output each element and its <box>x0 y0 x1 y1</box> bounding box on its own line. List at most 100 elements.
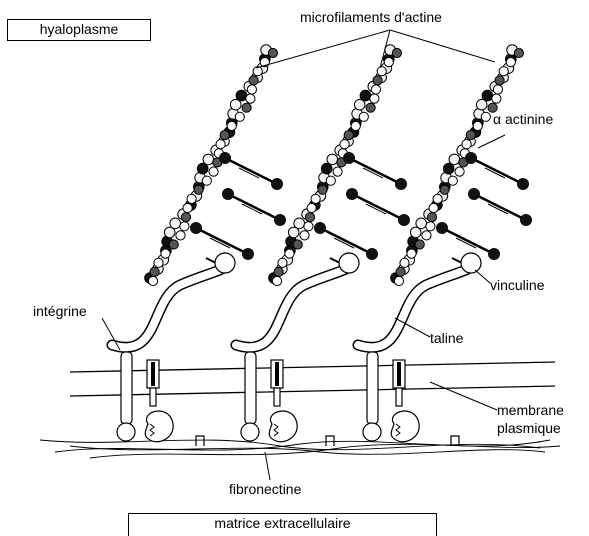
actin-bead <box>220 131 229 140</box>
actinin-head <box>520 214 532 226</box>
integrin-alpha <box>121 352 132 424</box>
integrin-head <box>363 423 381 441</box>
vinculine-label: vinculine <box>490 277 544 293</box>
integrin-alpha <box>367 352 378 424</box>
actin-bead <box>473 121 482 130</box>
actinin-shaft <box>228 194 278 219</box>
actinin-head <box>366 248 378 260</box>
actinin-head <box>468 188 480 200</box>
actinine-label: α actinine <box>493 111 553 127</box>
matrice-label: matrice extracellulaire <box>214 515 350 531</box>
actin-bead <box>455 167 464 176</box>
actinin-head <box>465 152 477 164</box>
actin-bead <box>366 103 375 112</box>
fibronectine-label: fibronectine <box>229 481 301 497</box>
actin-bead <box>492 94 501 103</box>
actin-bead <box>407 249 416 258</box>
actin-bead <box>272 276 281 285</box>
actin-bead <box>285 249 294 258</box>
actin-bead <box>236 90 247 101</box>
actin-bead <box>440 185 449 194</box>
actin-bead <box>415 240 424 249</box>
actin-bead <box>499 67 508 76</box>
actinin-head <box>395 178 407 190</box>
adhesion-unit-1 <box>112 45 286 442</box>
actinin-head <box>274 214 286 226</box>
actin-bead <box>246 94 255 103</box>
actinin-shaft <box>349 158 399 183</box>
actin-bead <box>216 140 225 149</box>
actin-bead <box>194 185 203 194</box>
integrine-label: intégrine <box>33 303 87 319</box>
actin-bead <box>466 131 475 140</box>
actin-filament <box>269 45 402 286</box>
actin-bead <box>326 176 335 185</box>
actinin-head <box>219 152 231 164</box>
actin-bead <box>506 58 515 67</box>
actin-bead <box>249 76 258 85</box>
actinin-shaft <box>225 158 275 183</box>
actin-bead <box>294 218 305 229</box>
fibronectin-knob <box>326 436 334 446</box>
actin-bead <box>416 218 427 229</box>
actin-bead <box>448 176 457 185</box>
actin-bead <box>360 90 371 101</box>
talin-fill <box>236 263 354 347</box>
actin-bead <box>333 167 342 176</box>
actin-bead <box>150 267 159 276</box>
actin-bead <box>443 163 454 174</box>
fibronectin-fibre <box>90 444 560 458</box>
actin-bead <box>209 167 218 176</box>
actin-bead <box>170 218 181 229</box>
actinin-shaft <box>442 228 492 253</box>
membrane-lines <box>70 362 555 396</box>
microfilaments-label: microfilaments d'actine <box>300 9 442 25</box>
actinin-shaft <box>320 228 370 253</box>
actin-bead <box>203 154 214 165</box>
actin-bead <box>247 85 256 94</box>
actin-bead <box>154 258 163 267</box>
actin-bead <box>392 48 401 57</box>
actin-bead <box>482 90 493 101</box>
actin-bead <box>321 163 332 174</box>
actin-bead <box>235 112 244 121</box>
actin-bead <box>429 203 438 212</box>
actin-bead <box>293 240 302 249</box>
membrane-label-line1: membrane <box>497 402 564 418</box>
actin-bead <box>514 48 523 57</box>
integrin-beta-core <box>151 362 155 386</box>
actinin-head <box>271 178 283 190</box>
taline-label: taline <box>430 330 463 346</box>
integrin-head <box>145 411 173 442</box>
actinin-rod <box>219 152 283 190</box>
matrice-box: matrice extracellulaire <box>128 513 437 536</box>
integrin-beta-stalk <box>396 388 402 406</box>
actin-bead <box>495 76 504 85</box>
hyaloplasme-box: hyaloplasme <box>7 19 151 41</box>
adhesion-unit-3 <box>358 45 532 442</box>
actinin-rod <box>222 188 286 226</box>
actinin-rod <box>468 188 532 226</box>
actin-bead <box>311 194 320 203</box>
adhesion-units <box>112 45 532 442</box>
actin-bead <box>427 213 436 222</box>
actin-bead <box>318 185 327 194</box>
vinculin <box>339 253 359 273</box>
integrin-beta-stalk <box>274 388 280 406</box>
actin-bead <box>426 222 435 231</box>
actinin-head <box>436 222 448 234</box>
actin-bead <box>180 222 189 231</box>
actinin-shaft <box>352 194 402 219</box>
actin-bead <box>344 131 353 140</box>
integrin-head <box>117 423 135 441</box>
actin-bead <box>462 140 471 149</box>
actin-bead <box>181 213 190 222</box>
actin-bead <box>305 213 314 222</box>
actinin-rod <box>343 152 407 190</box>
actinin-shaft <box>196 228 246 253</box>
actin-bead <box>384 58 393 67</box>
actinin-head <box>517 178 529 190</box>
actin-bead <box>370 94 379 103</box>
actin-bead <box>300 231 309 240</box>
